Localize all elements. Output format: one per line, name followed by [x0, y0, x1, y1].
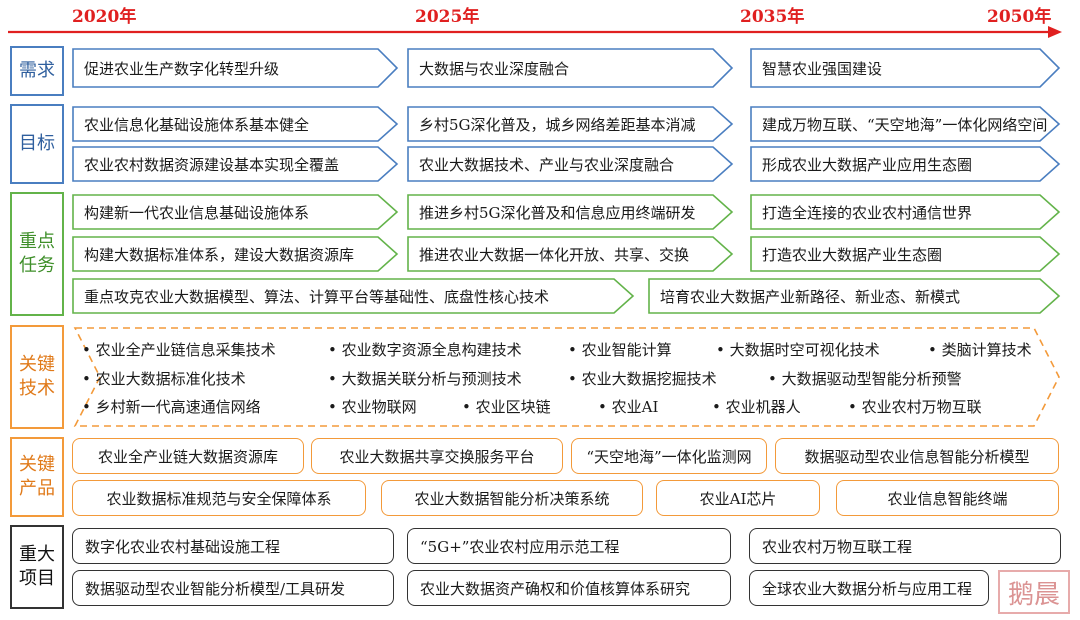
category-tech: 关键技术 [10, 325, 64, 429]
tech-item: • 农业智能计算 [568, 341, 672, 359]
goal-box: 乡村5G深化普及，城乡网络差距基本消减 [407, 106, 734, 142]
year-2025: 2025年 [415, 7, 480, 27]
demand-box-label: 智慧农业强国建设 [762, 59, 883, 78]
goal-box: 建成万物互联、“天空地海”一体化网络空间 [750, 106, 1061, 142]
task-box-label: 构建大数据标准体系，建设大数据资源库 [84, 245, 355, 264]
project-box: 农业大数据资产确权和价值核算体系研究 [407, 570, 731, 606]
category-goal: 目标 [10, 104, 64, 184]
product-box: 农业数据标准规范与安全保障体系 [72, 480, 366, 516]
task-box-label: 重点攻克农业大数据模型、算法、计算平台等基础性、底盘性核心技术 [84, 287, 550, 306]
task-box: 推进农业大数据一体化开放、共享、交换 [407, 236, 734, 272]
tech-item: • 农业全产业链信息采集技术 [82, 341, 276, 359]
project-box: 全球农业大数据分析与应用工程 [749, 570, 989, 606]
tech-item: • 农业农村万物互联 [848, 398, 982, 416]
product-box: 农业信息智能终端 [836, 480, 1059, 516]
task-box: 打造农业大数据产业生态圈 [750, 236, 1061, 272]
project-box: 数据驱动型农业智能分析模型/工具研发 [72, 570, 394, 606]
category-task: 重点任务 [10, 192, 64, 316]
tech-item: • 乡村新一代高速通信网络 [82, 398, 261, 416]
project-box: 数字化农业农村基础设施工程 [72, 528, 394, 564]
tech-item: • 大数据驱动型智能分析预警 [768, 370, 962, 388]
tech-item: • 农业数字资源全息构建技术 [328, 341, 522, 359]
demand-box: 大数据与农业深度融合 [407, 48, 734, 88]
demand-box-label: 大数据与农业深度融合 [419, 59, 570, 78]
goal-box-label: 形成农业大数据产业应用生态圈 [762, 155, 973, 174]
task-box: 构建新一代农业信息基础设施体系 [72, 194, 399, 230]
category-project: 重大项目 [10, 525, 64, 609]
project-box: “5G+”农业农村应用示范工程 [407, 528, 731, 564]
goal-box-label: 建成万物互联、“天空地海”一体化网络空间 [762, 115, 1048, 134]
task-box-label: 推进乡村5G深化普及和信息应用终端研发 [419, 203, 696, 222]
task-box-label: 构建新一代农业信息基础设施体系 [84, 203, 310, 222]
year-2035: 2035年 [740, 7, 805, 27]
task-box: 推进乡村5G深化普及和信息应用终端研发 [407, 194, 734, 230]
task-box-label: 打造农业大数据产业生态圈 [762, 245, 943, 264]
task-box-label: 培育农业大数据产业新路径、新业态、新模式 [660, 287, 961, 306]
goal-box-label: 农业信息化基础设施体系基本健全 [84, 115, 310, 134]
product-box: 农业AI芯片 [656, 480, 820, 516]
task-box-label: 推进农业大数据一体化开放、共享、交换 [419, 245, 690, 264]
tech-item: • 农业区块链 [462, 398, 551, 416]
year-2020: 2020年 [72, 7, 137, 27]
tech-item: • 农业大数据标准化技术 [82, 370, 246, 388]
task-box: 培育农业大数据产业新路径、新业态、新模式 [648, 278, 1061, 314]
goal-box: 农业信息化基础设施体系基本健全 [72, 106, 399, 142]
tech-item: • 农业大数据挖掘技术 [568, 370, 717, 388]
tech-item: • 农业AI [598, 398, 659, 416]
task-box: 构建大数据标准体系，建设大数据资源库 [72, 236, 399, 272]
key-tech-panel: • 农业全产业链信息采集技术 • 农业数字资源全息构建技术 • 农业智能计算 •… [73, 327, 1060, 427]
demand-box-label: 促进农业生产数字化转型升级 [84, 59, 280, 78]
goal-box-label: 乡村5G深化普及，城乡网络差距基本消减 [419, 115, 696, 134]
task-box: 重点攻克农业大数据模型、算法、计算平台等基础性、底盘性核心技术 [72, 278, 635, 314]
goal-box: 形成农业大数据产业应用生态圈 [750, 146, 1061, 182]
product-box: “天空地海”一体化监测网 [571, 438, 767, 474]
task-box-label: 打造全连接的农业农村通信世界 [762, 203, 973, 222]
tech-item: • 大数据关联分析与预测技术 [328, 370, 522, 388]
project-box: 农业农村万物互联工程 [749, 528, 1061, 564]
year-2050: 2050年 [987, 7, 1052, 27]
product-box: 农业大数据共享交换服务平台 [311, 438, 563, 474]
product-box: 农业全产业链大数据资源库 [72, 438, 304, 474]
goal-box: 农业农村数据资源建设基本实现全覆盖 [72, 146, 399, 182]
category-demand: 需求 [10, 46, 64, 96]
category-product: 关键产品 [10, 437, 64, 517]
product-box: 农业大数据智能分析决策系统 [381, 480, 643, 516]
goal-box-label: 农业农村数据资源建设基本实现全覆盖 [84, 155, 340, 174]
tech-item: • 农业物联网 [328, 398, 417, 416]
tech-item: • 农业机器人 [712, 398, 801, 416]
tech-item: • 大数据时空可视化技术 [716, 341, 880, 359]
demand-box: 智慧农业强国建设 [750, 48, 1061, 88]
goal-box-label: 农业大数据技术、产业与农业深度融合 [419, 155, 675, 174]
product-box: 数据驱动型农业信息智能分析模型 [775, 438, 1059, 474]
watermark-logo: 鹅晨 [998, 570, 1070, 614]
goal-box: 农业大数据技术、产业与农业深度融合 [407, 146, 734, 182]
demand-box: 促进农业生产数字化转型升级 [72, 48, 399, 88]
task-box: 打造全连接的农业农村通信世界 [750, 194, 1061, 230]
tech-item: • 类脑计算技术 [928, 341, 1032, 359]
